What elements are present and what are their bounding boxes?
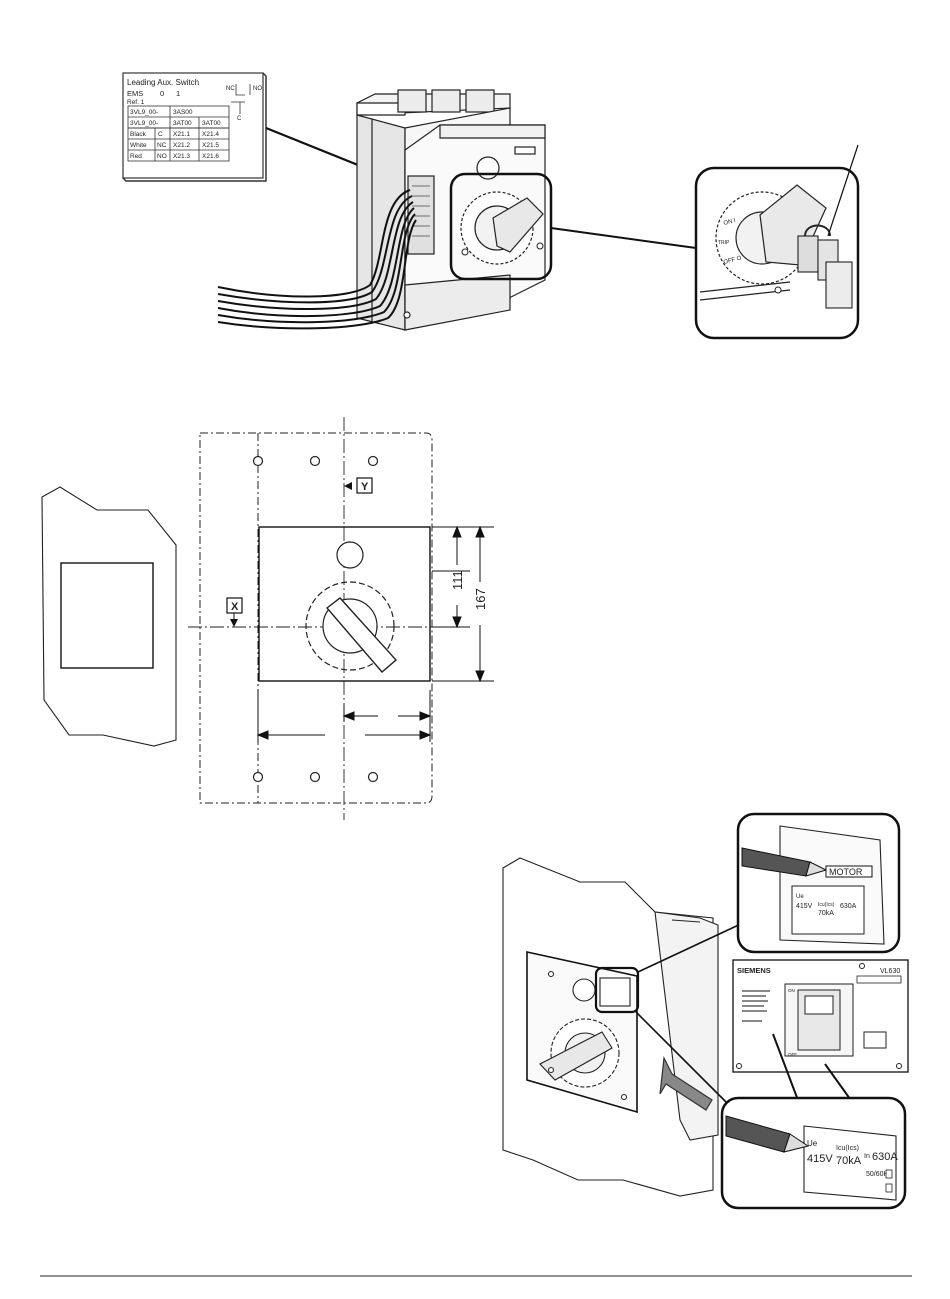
aux-switch-label: Leading Aux. Switch EMS 0 1 Ref. 1 NC NO… [123, 73, 266, 181]
label-nc: NC [226, 86, 235, 92]
svg-text:X21.4: X21.4 [202, 131, 219, 138]
svg-text:3AS00: 3AS00 [173, 109, 193, 116]
svg-text:3VL9_00-: 3VL9_00- [130, 109, 158, 116]
dimension-111: 111 [450, 570, 465, 590]
model-label: VL630 [880, 968, 900, 975]
rating-ue-value: 415V [807, 1153, 833, 1165]
svg-text:3AT00: 3AT00 [173, 120, 192, 127]
label-ref: Ref. 1 [127, 99, 145, 106]
svg-text:C: C [158, 131, 163, 138]
rating-in-label: In [864, 1153, 870, 1160]
handle-lock-detail: ON I OFF O TRIP [696, 168, 858, 338]
motor-text: MOTOR [829, 867, 863, 877]
svg-text:415V: 415V [796, 903, 813, 910]
svg-text:630A: 630A [840, 903, 857, 910]
svg-text:3AT00: 3AT00 [202, 120, 221, 127]
svg-text:Black: Black [130, 131, 147, 138]
label-c: C [237, 116, 242, 122]
rating-in-value: 630A [872, 1151, 898, 1163]
svg-text:X21.6: X21.6 [202, 153, 219, 160]
brand-siemens: SIEMENS [737, 966, 771, 975]
axis-x-marker: X [227, 598, 242, 627]
cutout-upper-hole [337, 542, 363, 568]
axis-y-marker: Y [344, 478, 372, 493]
svg-text:X21.3: X21.3 [173, 153, 190, 160]
breaker-front-view: SIEMENS VL630 ON OFF [733, 960, 908, 1072]
detail-trip-marker: TRIP [718, 240, 730, 246]
rating-ue-label: Ue [807, 1139, 818, 1148]
svg-text:X21.5: X21.5 [202, 142, 219, 149]
rating-icu-value: 70kA [836, 1155, 862, 1167]
svg-text:OFF: OFF [788, 1052, 797, 1057]
label-title: Leading Aux. Switch [127, 78, 199, 87]
svg-text:70kA: 70kA [818, 910, 834, 917]
svg-text:0: 0 [160, 89, 164, 98]
svg-text:X21.1: X21.1 [173, 131, 190, 138]
svg-text:NO: NO [157, 153, 167, 160]
svg-text:White: White [130, 142, 147, 149]
dimension-167: 167 [473, 588, 488, 610]
svg-text:3VL9_00-: 3VL9_00- [130, 120, 158, 127]
centerlines [188, 417, 440, 820]
svg-text:Icu(Ics): Icu(Ics) [818, 902, 835, 908]
breaker-outline-dashed [200, 433, 432, 803]
axis-x-label: X [231, 601, 239, 613]
rating-icu-label: Icu(Ics) [836, 1145, 859, 1152]
svg-text:NC: NC [157, 142, 167, 149]
motor-label-inset: MOTOR Ue 415V Icu(Ics) 70kA 630A [738, 814, 899, 952]
door-installation-view [503, 858, 718, 1196]
svg-text:X21.2: X21.2 [173, 142, 190, 149]
svg-text:1: 1 [176, 89, 180, 98]
svg-text:Ue: Ue [796, 894, 804, 900]
svg-text:ON: ON [788, 988, 795, 993]
label-no: NO [253, 86, 262, 92]
label-ems: EMS [127, 89, 143, 98]
zoom-connector-line [551, 228, 696, 248]
door-panel-outline [42, 487, 176, 746]
rating-label-inset: Ue 415V Icu(Ics) 70kA In 630A 50/60Hz [722, 1098, 905, 1208]
axis-y-label: Y [361, 481, 369, 493]
svg-text:Red: Red [130, 153, 142, 160]
